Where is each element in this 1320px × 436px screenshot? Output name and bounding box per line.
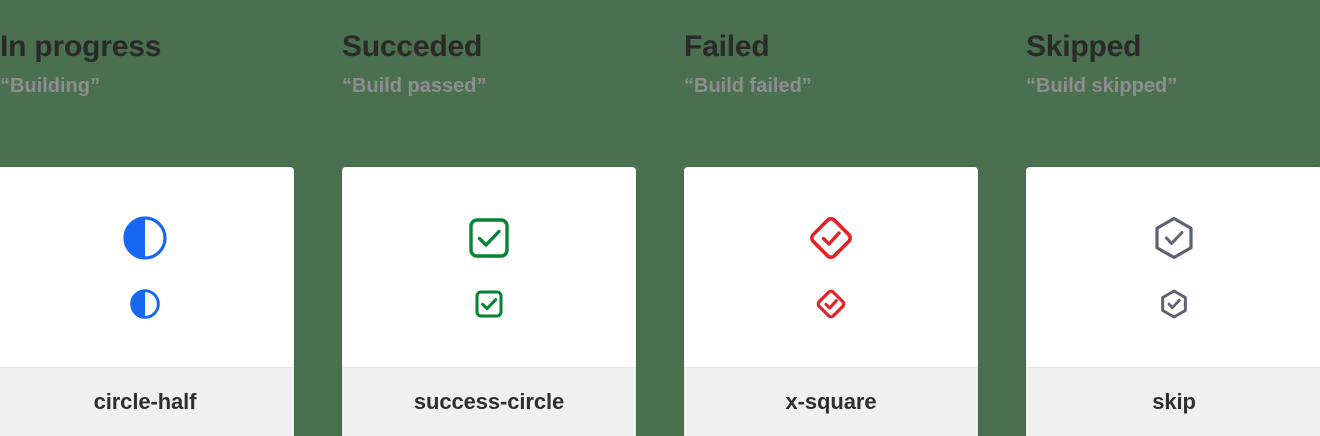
icon-name-label: success-circle — [413, 389, 565, 414]
icon-card-body — [684, 167, 978, 367]
column-header: Succeded “Build passed” — [342, 0, 636, 97]
status-column-succeded: Succeded “Build passed” — [342, 0, 636, 436]
success-circle-icon — [465, 214, 513, 262]
column-header: Failed “Build failed” — [684, 0, 978, 97]
x-square-icon-small — [815, 288, 847, 320]
skip-icon — [1150, 214, 1198, 262]
success-circle-icon-small — [473, 288, 505, 320]
icon-card-skip[interactable]: skip — [1026, 167, 1320, 436]
column-header: Skipped “Build skipped” — [1026, 0, 1320, 97]
x-square-icon — [807, 214, 855, 262]
column-title: In progress — [0, 30, 162, 63]
skip-icon-small — [1158, 288, 1190, 320]
column-subtitle: “Build passed” — [342, 75, 487, 97]
circle-half-icon-small — [129, 288, 161, 320]
icon-card-body — [0, 167, 294, 367]
icon-card-body — [1026, 167, 1320, 367]
icon-card-footer: x-square — [684, 367, 978, 436]
icon-card-success-circle[interactable]: success-circle — [342, 167, 636, 436]
status-column-failed: Failed “Build failed” — [684, 0, 978, 436]
status-column-skipped: Skipped “Build skipped” — [1026, 0, 1320, 436]
column-header: In progress “Building” — [0, 0, 294, 97]
icon-card-footer: skip — [1026, 367, 1320, 436]
icon-name-label: circle-half — [93, 389, 197, 414]
column-title: Skipped — [1026, 30, 1142, 63]
icon-card-body — [342, 167, 636, 367]
icon-card-footer: circle-half — [0, 367, 294, 436]
column-subtitle: “Build failed” — [684, 75, 812, 97]
column-subtitle: “Building” — [0, 75, 100, 97]
status-column-in-progress: In progress “Building” — [0, 0, 294, 436]
icon-name-label: x-square — [785, 389, 877, 414]
icon-name-label: skip — [1152, 389, 1196, 414]
column-title: Succeded — [342, 30, 483, 63]
icon-card-circle-half[interactable]: circle-half — [0, 167, 294, 436]
column-title: Failed — [684, 30, 770, 63]
column-subtitle: “Build skipped” — [1026, 75, 1178, 97]
icon-card-x-square[interactable]: x-square — [684, 167, 978, 436]
circle-half-icon — [121, 214, 169, 262]
icon-card-footer: success-circle — [342, 367, 636, 436]
